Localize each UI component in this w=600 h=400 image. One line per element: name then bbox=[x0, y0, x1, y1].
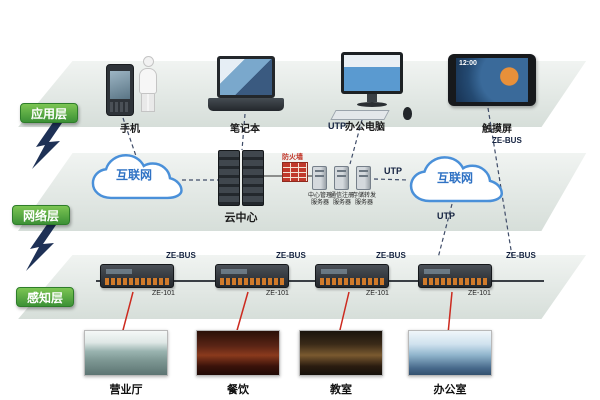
person-legs bbox=[141, 94, 155, 112]
room-label-hall: 营业厅 bbox=[109, 384, 143, 396]
server-tower bbox=[242, 150, 264, 206]
ze-model-label-3: ZE-101 bbox=[366, 290, 389, 297]
firewall-label: 防火墙 bbox=[282, 154, 303, 161]
layer-label-sense: 感知层 bbox=[16, 287, 74, 307]
ze-model-label-2: ZE-101 bbox=[266, 290, 289, 297]
laptop-label: 笔记本 bbox=[230, 124, 260, 135]
ze-controller bbox=[418, 264, 492, 288]
monitor-display bbox=[344, 55, 400, 91]
phone-keypad bbox=[110, 102, 130, 112]
laptop-device bbox=[208, 56, 284, 114]
room-photo-office bbox=[408, 330, 492, 376]
ze-model-label-1: ZE-101 bbox=[152, 290, 175, 297]
utp-label-mid: UTP bbox=[384, 166, 402, 176]
monitor-stand bbox=[367, 94, 377, 102]
room-photo-dining bbox=[196, 330, 280, 376]
ze-controller bbox=[100, 264, 174, 288]
zebus-label-top: ZE-BUS bbox=[492, 136, 522, 145]
zebus-label-4: ZE-BUS bbox=[506, 251, 536, 260]
phone-device bbox=[106, 64, 134, 116]
room-label-dining: 餐饮 bbox=[227, 384, 249, 396]
person-figure bbox=[136, 56, 160, 116]
layer-label-application: 应用层 bbox=[20, 103, 78, 123]
monitor bbox=[341, 52, 403, 94]
utp-label-top: UTP bbox=[328, 121, 346, 131]
laptop-keyboard bbox=[208, 98, 284, 111]
desktop-computer bbox=[330, 52, 419, 120]
ze-controller bbox=[215, 264, 289, 288]
person-head bbox=[142, 56, 154, 67]
cloud-center-server-rack bbox=[218, 150, 264, 206]
lightning-icon bbox=[32, 121, 62, 169]
room-photo-classroom bbox=[299, 330, 383, 376]
room-photo-hall bbox=[84, 330, 168, 376]
room-label-office: 办公室 bbox=[433, 384, 467, 396]
internet-right-label: 互联网 bbox=[436, 171, 473, 185]
touchscreen-label: 触摸屏 bbox=[482, 124, 512, 135]
firewall-icon bbox=[282, 162, 308, 182]
touchscreen-device: 12:00 bbox=[448, 54, 536, 106]
room-label-classroom: 教室 bbox=[330, 384, 352, 396]
server-mgmt-label: 中心管理服务器 bbox=[308, 193, 333, 206]
room-drop-lines bbox=[121, 291, 453, 335]
utp-label-down: UTP bbox=[437, 211, 455, 221]
zebus-label-3: ZE-BUS bbox=[376, 251, 406, 260]
ze-model-label-4: ZE-101 bbox=[468, 290, 491, 297]
laptop-screen bbox=[217, 56, 275, 98]
phone-screen bbox=[110, 71, 130, 99]
server-tower bbox=[218, 150, 240, 206]
server-forward-icon bbox=[356, 166, 371, 190]
phone-label: 手机 bbox=[120, 124, 140, 135]
server-register-label: 通信注册服务器 bbox=[330, 193, 355, 206]
touchscreen-display: 12:00 bbox=[456, 58, 528, 102]
server-mgmt-icon bbox=[312, 166, 327, 190]
connection-lines bbox=[122, 107, 513, 259]
laptop-display bbox=[220, 59, 272, 95]
monitor-base bbox=[357, 102, 387, 107]
layer-label-network: 网络层 bbox=[12, 205, 70, 225]
zebus-label-2: ZE-BUS bbox=[276, 251, 306, 260]
zebus-label-1: ZE-BUS bbox=[166, 251, 196, 260]
person-body bbox=[139, 68, 157, 94]
tablet-clock: 12:00 bbox=[459, 60, 477, 67]
ze-controller bbox=[315, 264, 389, 288]
server-forward-label: 存储转发服务器 bbox=[352, 193, 377, 206]
cloud-center-label: 云中心 bbox=[224, 212, 258, 224]
lightning-icon bbox=[26, 223, 56, 271]
server-register-icon bbox=[334, 166, 349, 190]
pc-label: 办公电脑 bbox=[345, 122, 385, 133]
internet-left-label: 互联网 bbox=[115, 168, 152, 182]
mouse bbox=[403, 107, 412, 120]
